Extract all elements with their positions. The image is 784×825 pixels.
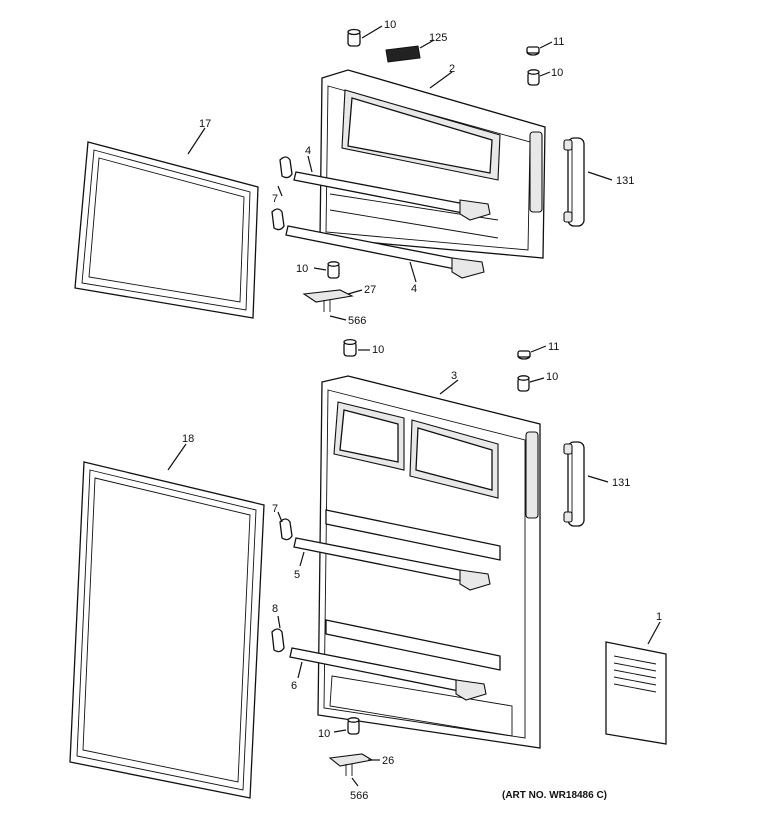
callout-10-e: 10 (546, 371, 558, 383)
callout-10-a: 10 (384, 19, 396, 31)
shelf-bar-6 (289, 647, 487, 701)
callout-11-a: 11 (553, 36, 564, 48)
callout-125: 125 (429, 32, 447, 44)
callout-131-a: 131 (616, 175, 634, 187)
hinge-bracket-26 (328, 753, 374, 776)
callout-8: 8 (272, 603, 278, 615)
cap-10-top-right (527, 69, 540, 86)
instruction-card (605, 641, 667, 745)
callout-17: 17 (199, 118, 211, 130)
freezer-door-gasket (74, 141, 259, 319)
shelf-clip-8 (271, 628, 285, 653)
hinge-bracket-27 (302, 289, 354, 312)
callout-4-a: 4 (305, 145, 311, 157)
cap-10-top (347, 28, 361, 47)
callout-7-a: 7 (272, 193, 278, 205)
shelf-bar-5 (293, 537, 491, 591)
bushing-11-lower (517, 350, 531, 360)
callout-4-b: 4 (411, 283, 417, 295)
label-strip (385, 45, 421, 63)
cap-10-lower-top (343, 338, 357, 357)
callout-2: 2 (449, 63, 455, 75)
bushing-11-top (526, 46, 540, 56)
callout-10-b: 10 (551, 67, 563, 79)
cap-10-lower-right (517, 375, 530, 392)
fresh-food-door-gasket (69, 461, 265, 799)
fresh-food-door (317, 375, 541, 749)
fresh-food-door-handle (563, 441, 585, 527)
callout-6: 6 (291, 680, 297, 692)
callout-10-c: 10 (296, 263, 308, 275)
shelf-bar-4-upper (293, 171, 491, 221)
shelf-clip-7-lower (279, 518, 293, 541)
callout-27: 27 (364, 284, 376, 296)
callout-5: 5 (294, 569, 300, 581)
callout-11-b: 11 (548, 341, 559, 353)
freezer-door (319, 69, 546, 259)
callout-10-f: 10 (318, 728, 330, 740)
cap-10-middle (327, 261, 340, 279)
callout-7-b: 7 (272, 503, 278, 515)
callout-10-d: 10 (372, 344, 384, 356)
callout-131-b: 131 (612, 477, 630, 489)
cap-10-bottom (347, 717, 360, 735)
callout-566-a: 566 (348, 315, 366, 327)
callout-3: 3 (451, 370, 457, 382)
shelf-clips-7-upper (271, 156, 293, 231)
callout-566-b: 566 (350, 790, 368, 802)
freezer-door-handle (563, 137, 585, 227)
callout-26: 26 (382, 755, 394, 767)
callout-1: 1 (656, 611, 662, 623)
shelf-bar-4-lower (285, 225, 485, 279)
callout-18: 18 (182, 433, 194, 445)
art-number: (ART NO. WR18486 C) (502, 790, 607, 801)
